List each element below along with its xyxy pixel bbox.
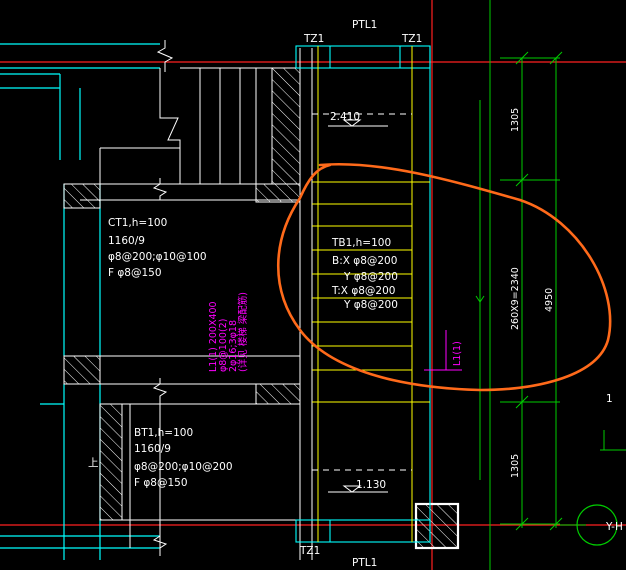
level-bottom-label: 1.130 xyxy=(356,479,386,491)
orange-markup-circle xyxy=(277,162,612,392)
stair-direction-arrow xyxy=(475,100,485,480)
beam-note: L1(1) 200X400 φ8@100(2) 2φ16;3φ18 (详见 楼梯… xyxy=(208,292,249,372)
beam-tag-label: L1(1) xyxy=(452,341,463,366)
ptl-bottom-label: PTL1 xyxy=(352,557,377,569)
tb1-line: B:X φ8@200 xyxy=(332,255,397,267)
level-top-label: 2.410 xyxy=(330,111,360,123)
hatched-walls xyxy=(63,67,460,550)
tz-top-left-label: TZ1 xyxy=(303,33,324,45)
tb1-note: TB1,h=100 B:X φ8@200 Y φ8@200 T:X φ8@200… xyxy=(331,237,398,311)
beam-line: φ8@100(2) xyxy=(218,319,229,372)
bt1-line: 1160/9 xyxy=(134,443,171,455)
beam-line: (详见 楼梯 梁配筋) xyxy=(237,292,249,372)
tz-bottom-label: TZ1 xyxy=(299,545,320,557)
bt1-line: φ8@200;φ10@200 xyxy=(134,461,233,473)
ct1-line: F φ8@150 xyxy=(108,267,162,279)
break-symbols xyxy=(152,40,174,556)
bt1-line: F φ8@150 xyxy=(134,477,188,489)
level-markers xyxy=(328,119,388,493)
ct1-note: CT1,h=100 1160/9 φ8@200;φ10@100 F φ8@150 xyxy=(108,217,207,279)
bt1-note: BT1,h=100 1160/9 φ8@200;φ10@200 F φ8@150 xyxy=(134,427,233,489)
ct1-line: 1160/9 xyxy=(108,235,145,247)
corner-mark-label: 上 xyxy=(88,457,99,469)
ct1-line: CT1,h=100 xyxy=(108,217,167,229)
dim-bottom-label: 1305 xyxy=(510,454,521,478)
ct1-line: φ8@200;φ10@100 xyxy=(108,251,207,263)
dim-mid-label: 260X9=2340 xyxy=(510,267,521,330)
beam-markers xyxy=(424,330,462,371)
beam-line: 2φ16;3φ18 xyxy=(228,320,239,372)
stair-column-frame xyxy=(295,45,431,543)
edge-mark-label: 1 xyxy=(606,393,613,405)
tb1-line: Y φ8@200 xyxy=(343,299,398,311)
tb1-line: T:X φ8@200 xyxy=(331,285,395,297)
dim-total-label: 4950 xyxy=(544,288,555,312)
bt1-line: BT1,h=100 xyxy=(134,427,193,439)
beam-line: L1(1) 200X400 xyxy=(208,301,219,372)
tz-top-right-label: TZ1 xyxy=(401,33,422,45)
dim-top-label: 1305 xyxy=(510,108,521,132)
tb1-line: TB1,h=100 xyxy=(331,237,391,249)
ptl-top-label: PTL1 xyxy=(352,19,377,31)
tb1-line: Y φ8@200 xyxy=(343,271,398,283)
landing-dashes xyxy=(312,113,413,471)
axis-label: Y-H xyxy=(605,521,623,533)
axis-bubble xyxy=(576,504,618,546)
dimension-lines xyxy=(489,0,626,570)
